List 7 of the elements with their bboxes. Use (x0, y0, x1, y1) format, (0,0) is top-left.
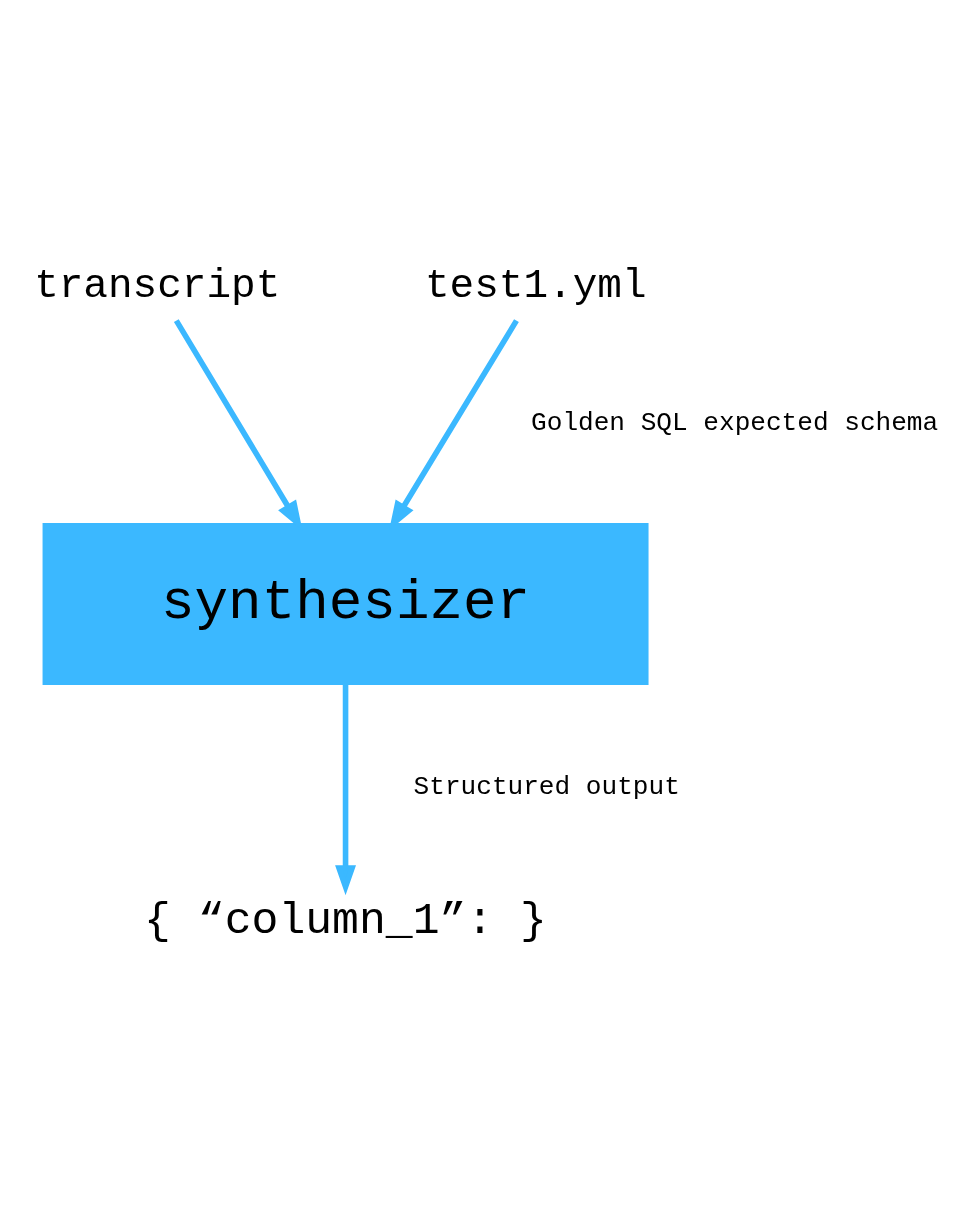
arrow (335, 684, 356, 896)
edge-label: Golden SQL expected schema (531, 408, 939, 439)
node-box: synthesizer (42, 522, 649, 686)
node-text: { “column_1”: } (144, 895, 547, 946)
node-text: test1.yml (424, 263, 647, 310)
node-text: transcript (34, 263, 281, 310)
edge-label: Structured output (413, 771, 680, 802)
